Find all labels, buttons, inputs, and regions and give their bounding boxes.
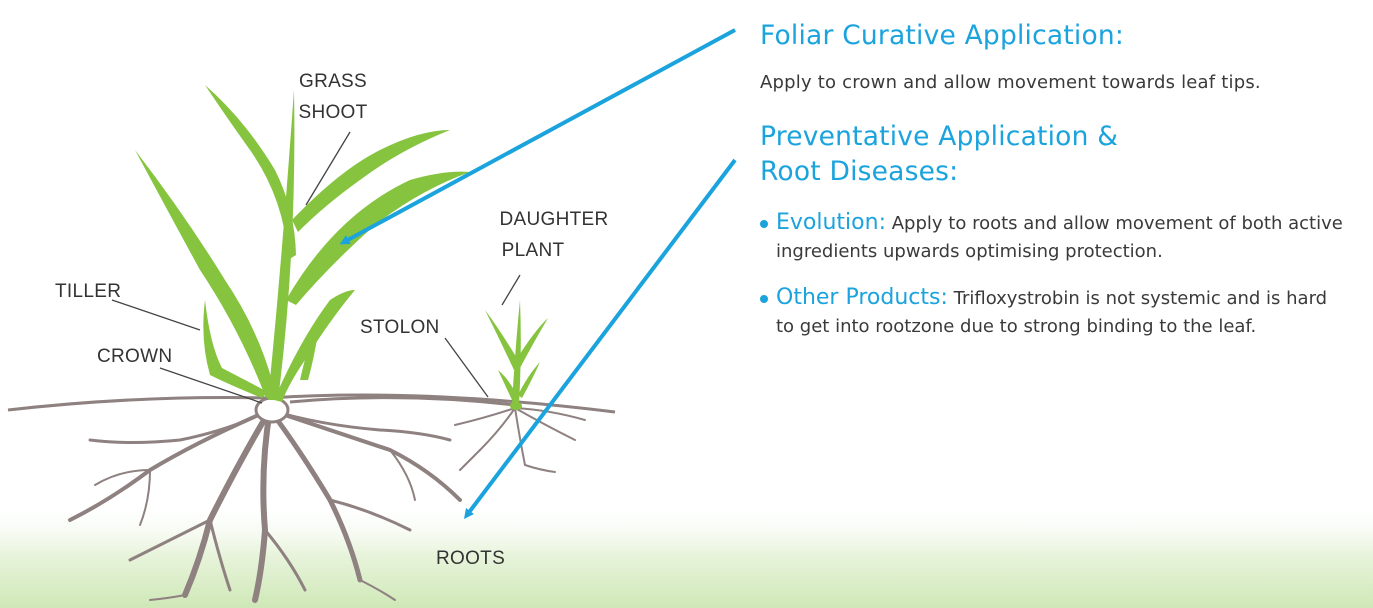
bullet-lead: Evolution: <box>776 210 886 235</box>
preventative-heading-line1: Preventative Application & <box>760 121 1118 152</box>
preventative-heading-line2: Root Diseases: <box>760 156 958 187</box>
bullet-dot-icon <box>760 220 768 228</box>
foliar-description: Apply to crown and allow movement toward… <box>760 69 1350 97</box>
preventative-heading: Preventative Application & Root Diseases… <box>760 119 1350 189</box>
label-stolon: STOLON <box>360 317 440 338</box>
label-tiller: TILLER <box>55 281 121 302</box>
bullet-lead: Other Products: <box>776 285 948 310</box>
bullet-other-products: Other Products: Trifloxystrobin is not s… <box>760 284 1350 341</box>
label-daughter-plant-2: PLANT <box>502 240 565 261</box>
preventative-bullet-list: Evolution: Apply to roots and allow move… <box>760 209 1350 341</box>
ground-background <box>0 500 1373 608</box>
label-crown: CROWN <box>97 346 172 367</box>
bullet-dot-icon <box>760 295 768 303</box>
daughter-plant <box>485 300 548 405</box>
application-arrows <box>344 30 735 515</box>
label-grass-shoot-1: GRASS <box>299 71 367 92</box>
label-roots: ROOTS <box>436 548 505 569</box>
bullet-evolution: Evolution: Apply to roots and allow move… <box>760 209 1350 266</box>
crown-node <box>256 398 288 422</box>
foliar-heading: Foliar Curative Application: <box>760 18 1350 53</box>
info-panel: Foliar Curative Application: Apply to cr… <box>760 18 1350 359</box>
main-grass-plant <box>135 85 470 402</box>
label-grass-shoot-2: SHOOT <box>298 102 367 123</box>
label-daughter-plant-1: DAUGHTER <box>499 209 608 230</box>
daughter-roots <box>455 408 585 472</box>
